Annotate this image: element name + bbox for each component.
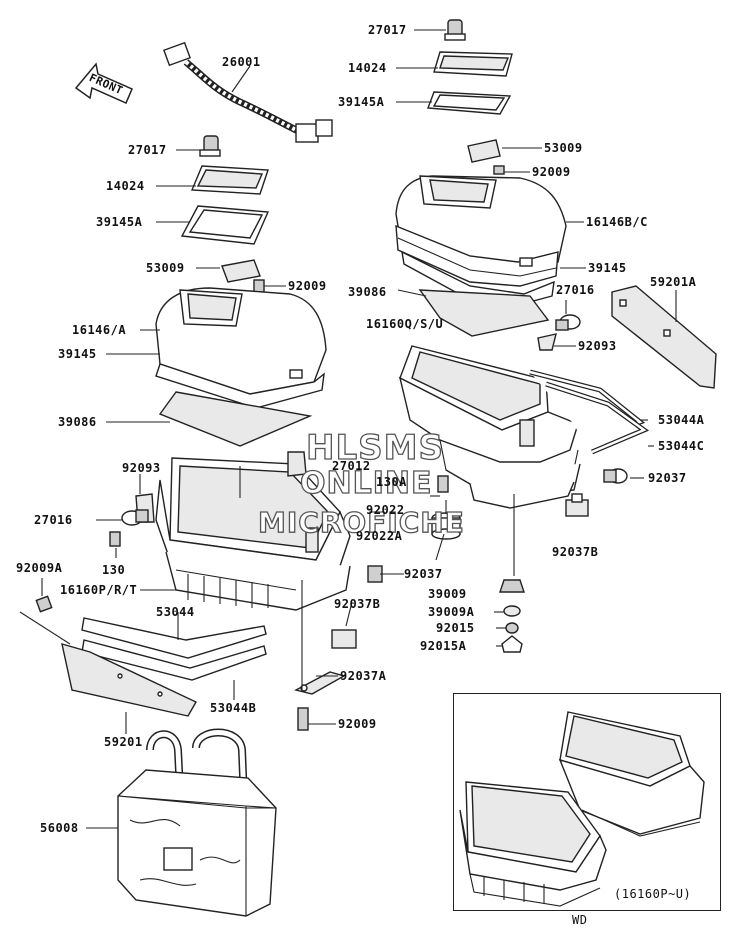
latch-27016-right-part <box>555 314 581 331</box>
lid-14024-top-part <box>433 51 513 77</box>
bracket-27012-part <box>287 451 307 477</box>
callout-92009-left: 92009 <box>288 279 327 293</box>
cap-27017-top-part <box>444 19 466 41</box>
callout-39009A: 39009A <box>428 605 475 619</box>
callout-92022: 92022 <box>366 503 405 517</box>
callout-56008: 56008 <box>40 821 79 835</box>
cap-27017-left-part <box>199 135 221 157</box>
lockwasher-92015A-part <box>501 635 523 653</box>
callout-27012: 27012 <box>332 459 371 473</box>
front-arrow-icon <box>74 62 133 104</box>
callout-39145A-top: 39145A <box>338 95 385 109</box>
callout-39145A-left: 39145A <box>96 215 143 229</box>
screw-92009-bottom-part <box>297 707 309 731</box>
callout-14024-left: 14024 <box>106 179 145 193</box>
nut-92015-part <box>505 622 519 634</box>
trim-53044-part <box>81 617 267 659</box>
callout-14024-top: 14024 <box>348 61 387 75</box>
callout-92009-bottom: 92009 <box>338 717 377 731</box>
foot-39009-part <box>499 579 525 593</box>
spacer-92022-part <box>431 512 461 540</box>
inset-case-left-part <box>459 781 607 907</box>
callout-53009-right: 53009 <box>544 141 583 155</box>
case-body-right-part <box>398 345 581 509</box>
callout-59201A: 59201A <box>650 275 697 289</box>
gasket-39145A-left-part <box>180 205 270 245</box>
hinge-53009-left-part <box>221 259 261 283</box>
panel-59201A-part <box>611 285 717 389</box>
callout-27016-right: 27016 <box>556 283 595 297</box>
callout-130: 130 <box>102 563 126 577</box>
leader-lines <box>19 29 677 829</box>
callout-16146BC: 16146B/C <box>586 215 648 229</box>
callout-16160QSU: 16160Q/S/U <box>366 317 444 331</box>
callout-53044: 53044 <box>156 605 195 619</box>
callout-16146A: 16146/A <box>72 323 127 337</box>
callout-92093-left: 92093 <box>122 461 161 475</box>
callout-92037B-right: 92037B <box>552 545 599 559</box>
callout-92037B-mid: 92037B <box>334 597 381 611</box>
case-body-left-part <box>155 457 351 611</box>
callout-59201: 59201 <box>104 735 143 749</box>
inset-caption: (16160P~U) <box>614 887 692 901</box>
case-lid-right-part <box>395 175 567 305</box>
callout-130A: 130A <box>376 475 407 489</box>
callout-92037A: 92037A <box>340 669 387 683</box>
screw-130-part <box>109 531 121 547</box>
watermark-line1: HLSMS <box>305 427 444 468</box>
callout-92015: 92015 <box>436 621 475 635</box>
callout-92009-right: 92009 <box>532 165 571 179</box>
callout-53044C: 53044C <box>658 439 705 453</box>
liner-39086-left-part <box>158 391 313 447</box>
callout-39086-left: 39086 <box>58 415 97 429</box>
wiring-harness-part <box>163 41 333 143</box>
panel-59201-part <box>61 643 197 717</box>
inset-label: WD <box>572 913 588 927</box>
gasket-39145A-top-part <box>427 91 512 115</box>
callout-27016-left: 27016 <box>34 513 73 527</box>
grommet-92037-mid-part <box>367 565 383 583</box>
callout-53044B: 53044B <box>210 701 257 715</box>
callout-53044A: 53044A <box>658 413 705 427</box>
callout-26001: 26001 <box>222 55 261 69</box>
callout-92037-right: 92037 <box>648 471 687 485</box>
case-lid-left-part <box>155 287 327 409</box>
inset-frame <box>453 693 721 911</box>
latch-27016-left-part <box>121 509 149 526</box>
screw-92009-right-part <box>493 165 505 175</box>
trim-53044C-part <box>545 381 650 455</box>
watermark-line2: ONLINE <box>299 465 433 501</box>
washer-39009A-part <box>503 605 521 617</box>
grommet-92037-right-part <box>603 468 628 484</box>
bracket-92093-right-part <box>537 333 557 351</box>
screw-130A-part <box>437 475 449 493</box>
callout-39145-right: 39145 <box>588 261 627 275</box>
callout-16160PRT: 16160P/R/T <box>60 583 138 597</box>
clip-92037B-right-part <box>565 493 589 517</box>
callout-27017-left: 27017 <box>128 143 167 157</box>
screw-92009-left-part <box>253 279 265 293</box>
callout-92093-right: 92093 <box>578 339 617 353</box>
inset-case-right-part <box>558 711 705 837</box>
callout-92037-mid: 92037 <box>404 567 443 581</box>
callout-27017-top: 27017 <box>368 23 407 37</box>
bag-56008-part <box>117 728 277 917</box>
callout-53009-left: 53009 <box>146 261 185 275</box>
callout-39145-left: 39145 <box>58 347 97 361</box>
liner-39086-right-part <box>418 289 550 337</box>
callout-39086-right: 39086 <box>348 285 387 299</box>
screw-92009A-part <box>35 595 53 613</box>
callout-92015A: 92015A <box>420 639 467 653</box>
watermark-line3: MICROFICHE <box>257 505 465 539</box>
callout-92009A: 92009A <box>16 561 63 575</box>
strap-92037A-part <box>294 671 346 695</box>
callout-92022A: 92022A <box>356 529 403 543</box>
hinge-53009-right-part <box>467 139 501 163</box>
callout-39009: 39009 <box>428 587 467 601</box>
lid-14024-left-part <box>190 165 269 195</box>
clip-92037B-mid-part <box>331 629 357 649</box>
